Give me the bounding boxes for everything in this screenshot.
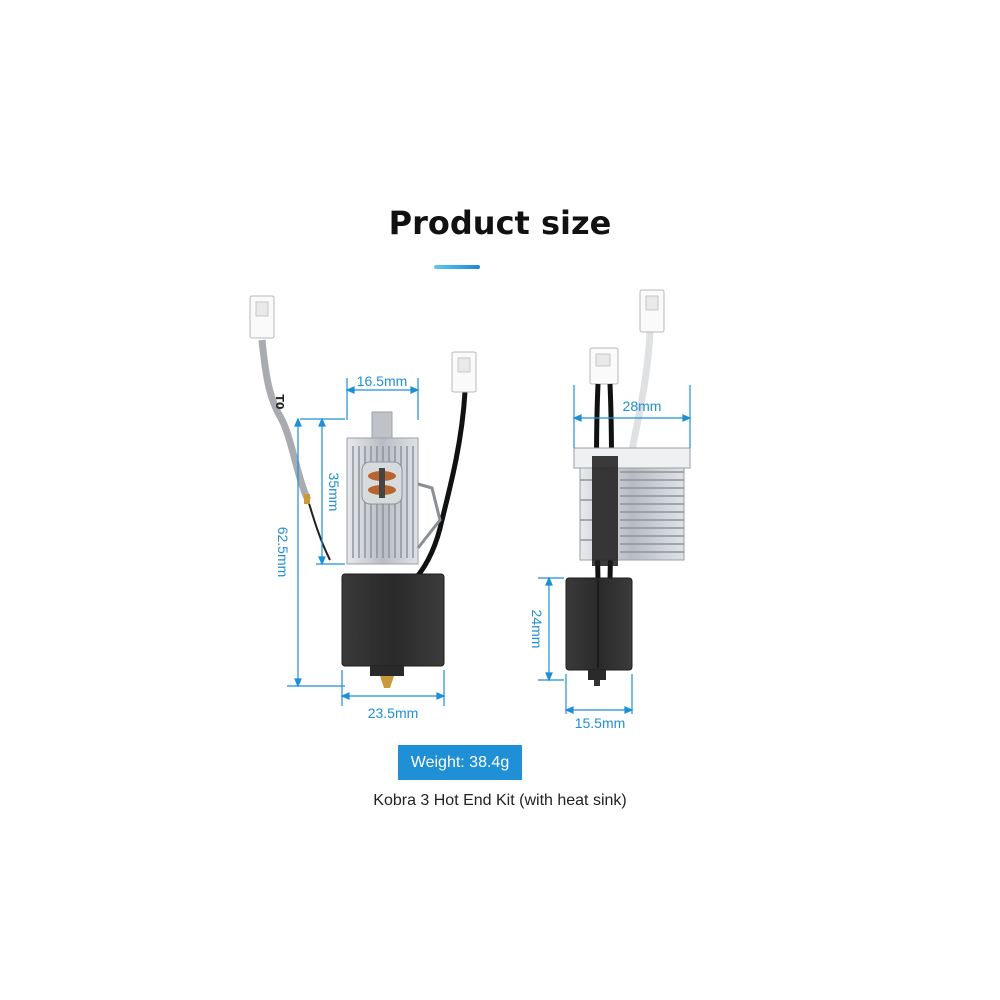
side-heater-block <box>565 577 633 686</box>
dim-side-height-block: 24mm <box>529 610 545 649</box>
dim-side-width-top: 28mm <box>623 398 662 414</box>
dim-front-width-bottom: 23.5mm <box>368 705 419 721</box>
side-heatsink <box>573 447 691 566</box>
dim-front-width-top: 16.5mm <box>357 373 408 389</box>
dim-side-width-bottom: 15.5mm <box>575 715 626 731</box>
dim-front-height-total: 62.5mm <box>275 527 291 578</box>
title-underline <box>434 265 480 269</box>
weight-badge: Weight: 38.4g <box>398 745 522 780</box>
side-view-hotend <box>565 289 691 686</box>
side-dimension-lines <box>538 385 692 714</box>
front-thermistor-cable <box>249 295 331 561</box>
front-heater-block <box>341 573 445 688</box>
cable-label: T0 <box>273 394 286 410</box>
front-heater-cable <box>414 351 477 580</box>
front-view-hotend <box>249 295 477 688</box>
product-caption: Kobra 3 Hot End Kit (with heat sink) <box>373 792 627 809</box>
front-heatsink <box>346 437 442 565</box>
page-title: Product size <box>388 204 612 242</box>
dim-front-height-heatsink: 35mm <box>326 473 342 512</box>
front-dimension-lines <box>287 378 446 706</box>
